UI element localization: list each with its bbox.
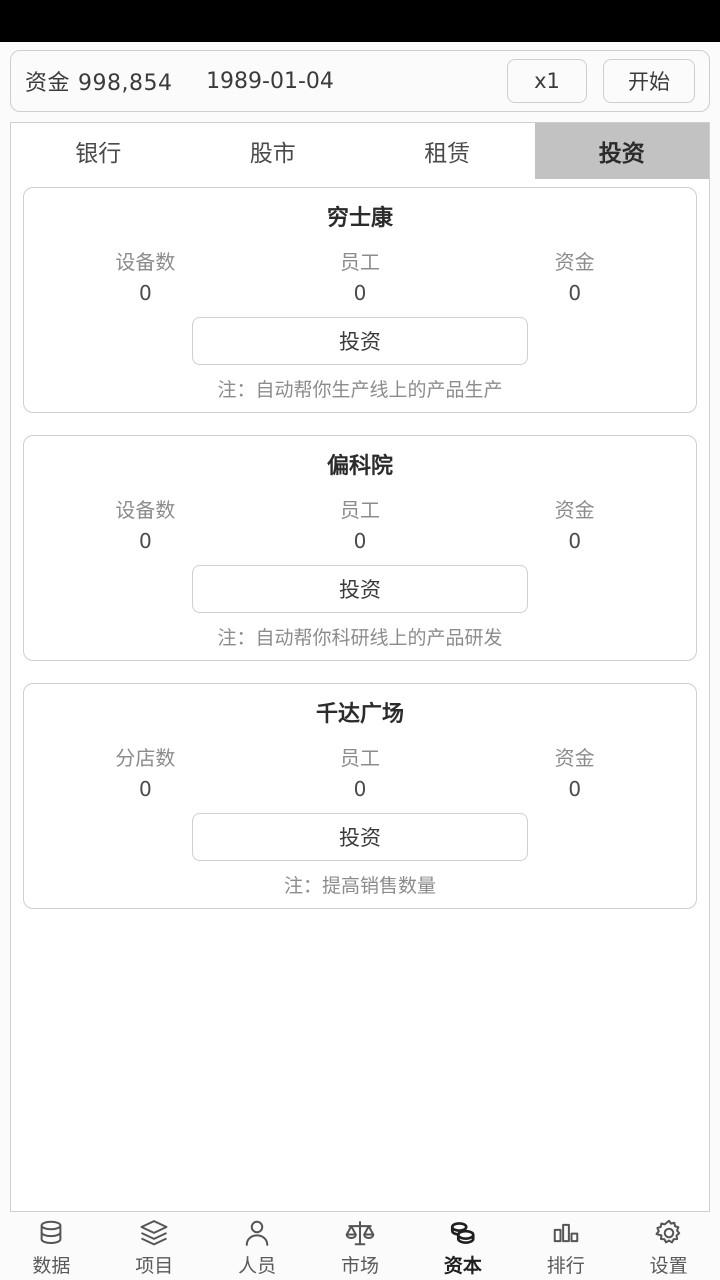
layers-icon [137, 1217, 171, 1249]
speed-button[interactable]: x1 [507, 59, 587, 103]
nav-label: 设置 [649, 1254, 688, 1277]
money-display: 资金 998,854 [25, 65, 173, 97]
stat-column: 资金 0 [467, 494, 682, 553]
invest-button[interactable]: 投资 [192, 317, 528, 365]
stat-column: 资金 0 [467, 742, 682, 801]
invest-button[interactable]: 投资 [192, 813, 528, 861]
nav-item-staff[interactable]: 人员 [206, 1214, 309, 1280]
main-panel: 银行 股市 租赁 投资 穷士康 设备数 0 员工 0 [10, 122, 710, 1212]
nav-item-projects[interactable]: 项目 [103, 1214, 206, 1280]
invest-button[interactable]: 投资 [192, 565, 528, 613]
stat-label: 资金 [554, 250, 595, 274]
stat-label: 分店数 [115, 746, 176, 770]
nav-item-ranking[interactable]: 排行 [514, 1214, 617, 1280]
nav-label: 排行 [546, 1254, 585, 1277]
status-bar [0, 0, 720, 42]
tab-bar: 银行 股市 租赁 投资 [11, 123, 709, 179]
nav-label: 数据 [32, 1254, 71, 1277]
stat-value: 0 [353, 281, 367, 305]
tab-lease[interactable]: 租赁 [360, 123, 535, 179]
investment-card: 穷士康 设备数 0 员工 0 资金 0 投资 [23, 187, 697, 413]
nav-item-settings[interactable]: 设置 [617, 1214, 720, 1280]
database-icon [34, 1217, 68, 1249]
stat-value: 0 [138, 529, 152, 553]
investment-card: 偏科院 设备数 0 员工 0 资金 0 投资 [23, 435, 697, 661]
card-title: 穷士康 [326, 206, 393, 231]
stat-value: 0 [138, 281, 152, 305]
money-label: 资金 [25, 71, 71, 96]
stat-value: 0 [568, 281, 582, 305]
scales-icon [343, 1217, 377, 1249]
stat-column: 资金 0 [467, 246, 682, 305]
money-value: 998,854 [78, 71, 173, 96]
top-status-bar: 资金 998,854 1989-01-04 x1 开始 [10, 50, 710, 112]
tab-stock[interactable]: 股市 [185, 123, 360, 179]
game-date: 1989-01-04 [206, 68, 334, 94]
invest-button-wrap: 投资 [24, 565, 696, 613]
nav-label: 市场 [341, 1254, 380, 1277]
stat-label: 资金 [554, 498, 595, 522]
stat-column: 员工 0 [253, 246, 468, 305]
nav-item-capital[interactable]: 资本 [411, 1214, 514, 1280]
card-note: 注：自动帮你科研线上的产品研发 [217, 627, 503, 649]
nav-label: 人员 [238, 1254, 277, 1277]
start-button[interactable]: 开始 [603, 59, 695, 103]
card-stats: 设备数 0 员工 0 资金 0 [24, 494, 696, 553]
investment-card: 千达广场 分店数 0 员工 0 资金 0 投资 [23, 683, 697, 909]
gear-icon [652, 1217, 686, 1249]
stat-label: 员工 [340, 746, 380, 770]
person-icon [240, 1217, 274, 1249]
investment-card-list: 穷士康 设备数 0 员工 0 资金 0 投资 [11, 179, 709, 909]
nav-item-market[interactable]: 市场 [309, 1214, 412, 1280]
stat-column: 员工 0 [253, 494, 468, 553]
bar-chart-icon [549, 1217, 583, 1249]
nav-label: 项目 [135, 1254, 174, 1277]
stat-column: 分店数 0 [38, 742, 253, 801]
tab-invest[interactable]: 投资 [534, 123, 709, 179]
invest-button-wrap: 投资 [24, 813, 696, 861]
stat-label: 设备数 [115, 250, 176, 274]
card-stats: 设备数 0 员工 0 资金 0 [24, 246, 696, 305]
card-note: 注：自动帮你生产线上的产品生产 [217, 379, 503, 401]
card-note: 注：提高销售数量 [283, 875, 436, 897]
stat-column: 设备数 0 [38, 246, 253, 305]
nav-label: 资本 [443, 1254, 482, 1277]
stat-value: 0 [568, 777, 582, 801]
stat-label: 资金 [554, 746, 595, 770]
nav-item-data[interactable]: 数据 [0, 1214, 103, 1280]
bottom-navigation: 数据 项目 人员 [0, 1214, 720, 1280]
coins-icon [446, 1217, 480, 1249]
stat-column: 员工 0 [253, 742, 468, 801]
stat-label: 员工 [340, 250, 380, 274]
stat-label: 员工 [340, 498, 380, 522]
stat-value: 0 [353, 777, 367, 801]
invest-button-wrap: 投资 [24, 317, 696, 365]
tab-bank[interactable]: 银行 [11, 123, 186, 179]
stat-value: 0 [568, 529, 582, 553]
stat-label: 设备数 [115, 498, 176, 522]
stat-value: 0 [138, 777, 152, 801]
stat-column: 设备数 0 [38, 494, 253, 553]
card-stats: 分店数 0 员工 0 资金 0 [24, 742, 696, 801]
card-title: 千达广场 [315, 702, 404, 727]
stat-value: 0 [353, 529, 367, 553]
card-title: 偏科院 [326, 454, 393, 479]
